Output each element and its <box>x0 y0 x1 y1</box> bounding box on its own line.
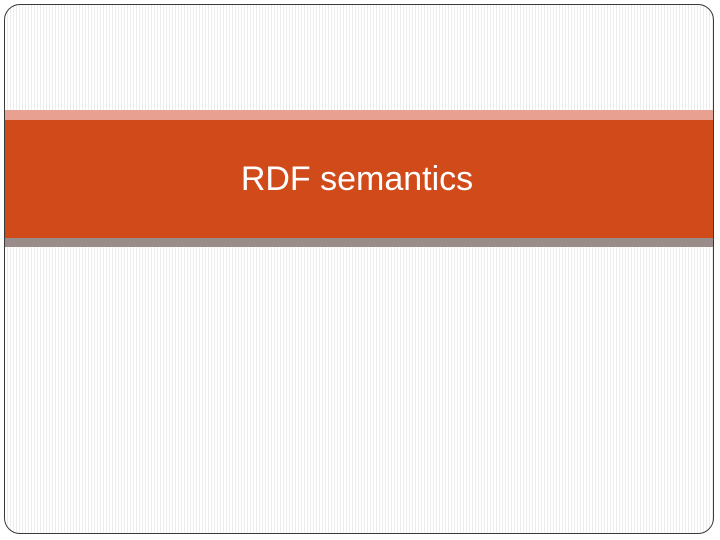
title-band <box>5 120 713 238</box>
title-band-top-stripe <box>5 110 713 120</box>
slide-title: RDF semantics <box>240 160 474 198</box>
slide: RDF semantics <box>4 4 714 534</box>
title-band-bottom-stripe <box>5 238 713 247</box>
slide-title-container: RDF semantics <box>5 120 713 238</box>
